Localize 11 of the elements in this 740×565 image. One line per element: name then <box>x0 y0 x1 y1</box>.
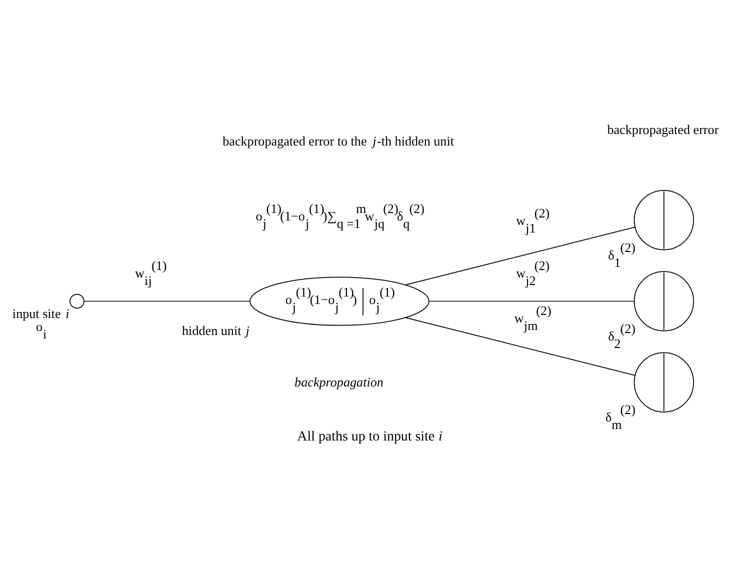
connector <box>404 226 636 286</box>
node-label: input site i <box>12 306 70 321</box>
node-circle <box>70 294 84 309</box>
caption: All paths up to input site i <box>297 430 442 445</box>
label: backpropagation <box>294 374 384 390</box>
label: backpropagated error <box>607 122 719 138</box>
connector <box>404 317 636 376</box>
connector <box>84 300 250 302</box>
node-label: hidden unit j <box>182 322 250 338</box>
label: backpropagated error to the j-th hidden unit <box>222 134 454 149</box>
connector <box>428 300 635 302</box>
